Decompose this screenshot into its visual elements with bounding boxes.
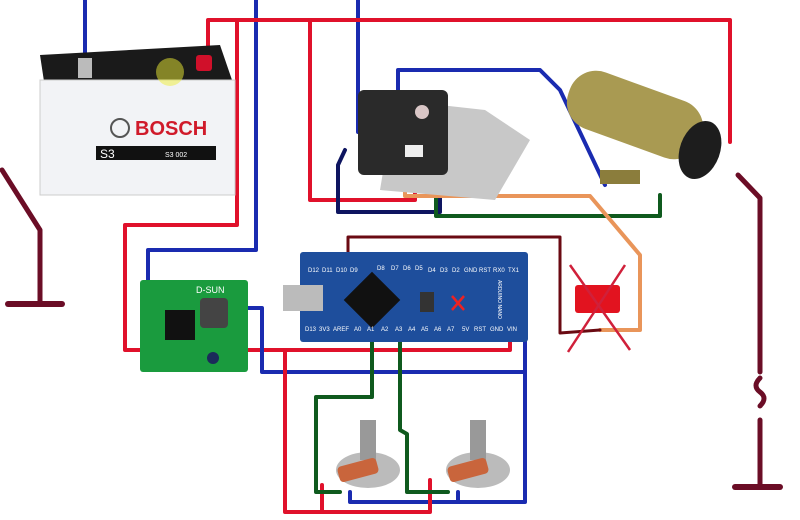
wire-module-signal	[403, 173, 642, 332]
pin-label: D11	[322, 268, 333, 274]
pin-label: D3	[440, 268, 448, 274]
pin-label: GND	[490, 327, 504, 333]
pin-label: RST	[479, 268, 491, 274]
pin-label: VIN	[507, 327, 517, 333]
battery-positive-terminal	[196, 55, 212, 71]
wire-hv-lead	[735, 172, 763, 375]
battery-series: S3	[100, 147, 115, 161]
arduino-name: ARDUINO NANO	[496, 280, 502, 319]
wires	[0, 0, 783, 514]
wire-battery-positive	[206, 18, 732, 144]
pin-label: D10	[336, 268, 348, 274]
pin-label: A2	[381, 327, 389, 333]
spark-gap	[753, 375, 767, 409]
capacitor-crossed-out	[566, 264, 632, 353]
wire-arduino-capacitor	[346, 235, 602, 335]
pin-label: D7	[391, 266, 399, 272]
top-pin-labels: D12 D11 D10 D9 D8 D7 D6 D5 D4 D3 D2 GND …	[308, 266, 520, 274]
pin-label: A7	[447, 327, 455, 333]
ignition-module	[358, 90, 530, 200]
pin-label: RST	[474, 327, 486, 333]
pin-label: D6	[403, 266, 411, 272]
potentiometer-1	[336, 420, 400, 488]
pin-label: A6	[434, 327, 442, 333]
wire-buck-input-negative	[146, 0, 258, 292]
bosch-logo-icon	[110, 118, 130, 138]
pin-label: GND	[464, 268, 478, 274]
pin-label: A4	[408, 327, 416, 333]
wire-module-navy	[336, 148, 442, 214]
wire-pot-5v	[283, 348, 432, 514]
pin-label: D2	[452, 268, 460, 274]
wire-pot-ground	[348, 370, 527, 504]
potentiometer-2	[446, 420, 510, 488]
battery-brand: BOSCH	[135, 118, 207, 140]
pin-label: D4	[428, 268, 436, 274]
pin-label: D8	[377, 266, 385, 272]
pin-label: TX1	[508, 268, 520, 274]
pin-label: A0	[354, 327, 362, 333]
buck-converter: D-SUN	[140, 280, 248, 372]
pin-label: D9	[350, 268, 358, 274]
usb-port	[283, 285, 323, 311]
pin-label: RX0	[493, 268, 505, 274]
battery-negative-terminal	[78, 58, 92, 78]
cross-mark	[451, 295, 465, 311]
pin-label: D12	[308, 268, 320, 274]
pin-label: 3V3	[319, 327, 330, 333]
pin-label: D5	[415, 266, 423, 272]
pin-label: A5	[421, 327, 429, 333]
pin-label: A1	[367, 327, 375, 333]
battery-model: S3 002	[165, 152, 187, 159]
wire-a1-pot1	[314, 338, 374, 494]
ignition-coil	[566, 70, 722, 184]
wire-ground-bus	[246, 306, 527, 374]
pin-label: A3	[395, 327, 403, 333]
buck-label: D-SUN	[196, 285, 225, 295]
pin-label: D13	[305, 327, 317, 333]
bottom-pin-labels: D13 3V3 AREF A0 A1 A2 A3 A4 A5 A6 A7 5V …	[305, 327, 517, 333]
wire-a3-pot2	[398, 338, 450, 494]
arduino-nano: ARDUINO NANO D12 D11 D10 D9 D8 D7 D6 D5 …	[283, 252, 528, 342]
pin-label: AREF	[333, 327, 349, 333]
battery: BOSCH S3 S3 002	[39, 45, 236, 196]
pin-label: 5V	[462, 327, 469, 333]
wire-chassis-ground-left	[0, 167, 43, 305]
wire-buck-input-positive	[123, 18, 512, 352]
